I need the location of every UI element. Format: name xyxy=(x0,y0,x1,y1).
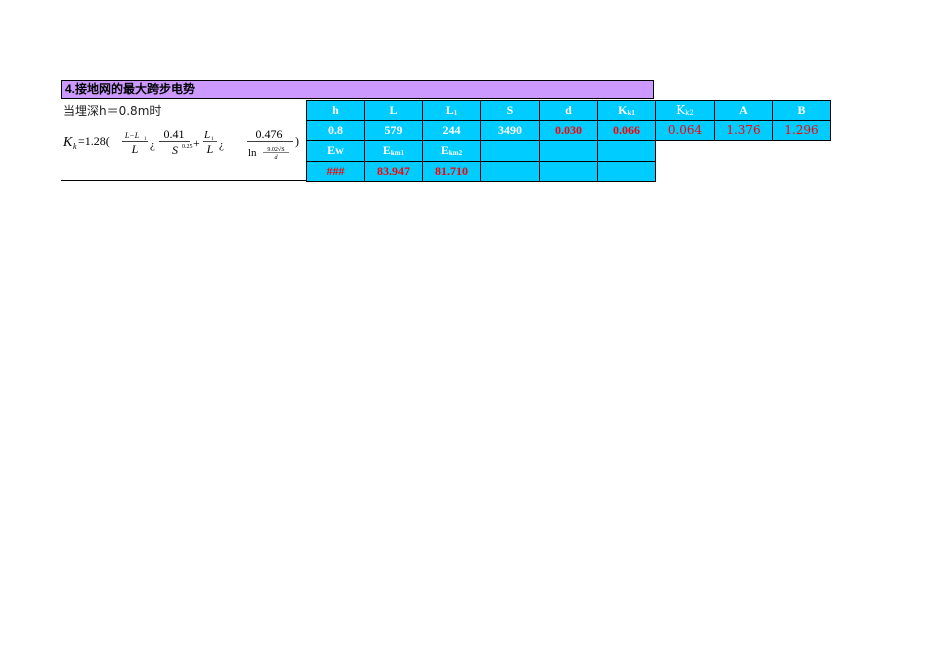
value-Ew: ### xyxy=(306,161,365,182)
header-d: d xyxy=(539,100,598,121)
frac3-numerator: L xyxy=(203,129,210,141)
header-B: B xyxy=(772,100,831,121)
empty-cell xyxy=(480,161,540,182)
frac4-inner-denominator: d xyxy=(275,155,279,161)
formula-op1: ¿ xyxy=(150,139,155,151)
header-L1: L1 xyxy=(422,100,481,121)
empty-cell xyxy=(539,140,598,162)
empty-cell xyxy=(480,140,540,162)
header-Ekm2: Ekm2 xyxy=(422,140,481,162)
frac2-numerator: 0.41 xyxy=(164,127,185,141)
value-Ekm2: 81.710 xyxy=(422,161,481,182)
value-d: 0.030 xyxy=(539,120,598,141)
value-Ekm1: 83.947 xyxy=(364,161,423,182)
frac1-numerator-sub: 1 xyxy=(144,137,147,142)
header-Ekm1: Ekm1 xyxy=(364,140,423,162)
frac3-denominator: L xyxy=(206,142,214,156)
header-L: L xyxy=(364,100,423,121)
empty-cell xyxy=(597,140,656,162)
value-S: 3490 xyxy=(480,120,540,141)
formula-coef: =1.28( xyxy=(78,134,110,148)
header-h: h xyxy=(306,100,365,121)
frac3-numerator-sub: 1 xyxy=(211,137,214,142)
formula-lhs-sub: k xyxy=(73,142,77,151)
header-Ew: Ew xyxy=(306,140,365,162)
frac1-denominator: L xyxy=(131,142,139,156)
frac4-inner-numerator: 9.02√S xyxy=(267,146,284,153)
frac1-numerator: L−L xyxy=(124,131,140,140)
burial-depth-note: 当埋深h＝0.8m时 xyxy=(63,104,162,118)
value-Kk2: 0.064 xyxy=(655,120,715,141)
value-Kk1: 0.066 xyxy=(597,120,656,141)
header-Kk1: Kk1 xyxy=(597,100,656,121)
header-Kk2: Kk2 xyxy=(655,100,715,121)
frac4-denominator-ln: ln xyxy=(248,147,257,159)
empty-cell xyxy=(597,161,656,182)
value-A: 1.376 xyxy=(714,120,773,141)
frac2-denominator-sup: 0.25 xyxy=(182,144,193,150)
header-A: A xyxy=(714,100,773,121)
frac2-denominator: S xyxy=(172,143,178,157)
header-S: S xyxy=(480,100,540,121)
frac4-numerator: 0.476 xyxy=(256,127,283,141)
empty-cell xyxy=(539,161,598,182)
value-h: 0.8 xyxy=(306,120,365,141)
value-B: 1.296 xyxy=(772,120,831,141)
value-L1: 244 xyxy=(422,120,481,141)
formula-plus: + xyxy=(193,136,200,150)
formula-op2: ¿ xyxy=(219,139,224,151)
formula-close: ) xyxy=(295,134,299,148)
formula-lhs: K xyxy=(62,135,73,150)
value-L: 579 xyxy=(364,120,423,141)
section-title: 4.接地网的最大跨步电势 xyxy=(61,80,654,99)
step-coefficient-formula: K k =1.28( L−L 1 L ¿ 0.41 S 0.25 + L 1 L… xyxy=(62,127,299,161)
